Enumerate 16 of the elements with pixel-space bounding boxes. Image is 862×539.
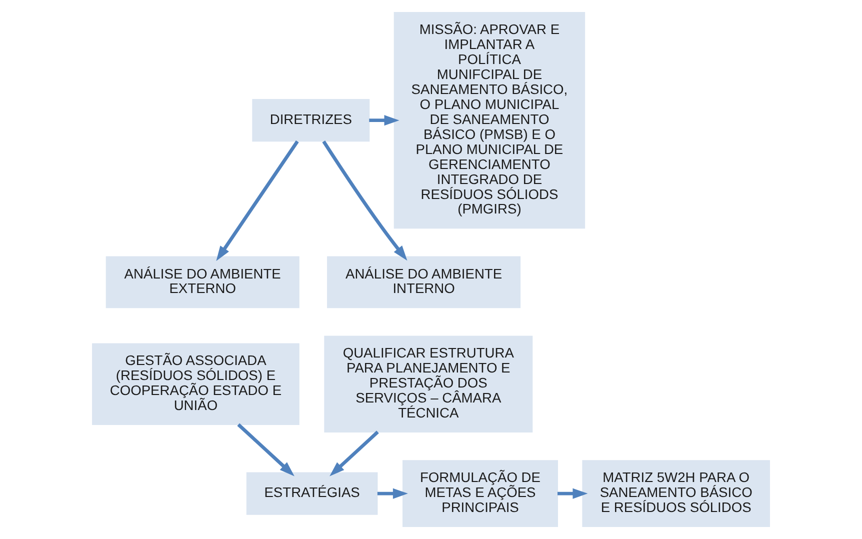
arrow [322,140,408,261]
node-box: ANÁLISE DO AMBIENTE EXTERNO [106,256,300,308]
node-box: FORMULAÇÃO DE METAS E AÇÕES PRINCIPAIS [402,460,558,527]
node-box: QUALIFICAR ESTRUTURA PARA PLANEJAMENTO E PRESTAÇÃO DOS SERVIÇOS – CÂMARA TÉCNICA [324,336,533,432]
arrow [369,115,400,126]
node-box: MATRIZ 5W2H PARA O SANEAMENTO BÁSICO E RESÍDUOS SÓLIDOS [582,460,770,527]
node-box: DIRETRIZES [252,99,370,142]
arrow [558,488,588,499]
arrow [377,488,408,499]
node-box: GESTÃO ASSOCIADA (RESÍDUOS SÓLIDOS) E COOPERAÇÃO ESTADO E UNIÃO [92,343,300,426]
node-box: ANÁLISE DO AMBIENTE INTERNO [327,256,521,308]
arrow [330,430,379,476]
node-box: ESTRATÉGIAS [246,472,378,515]
arrow [237,423,294,476]
node-box: MISSÃO: APROVAR E IMPLANTAR A POLÍTICA MUNIFCIPAL DE SANEAMENTO BÁSICO, O PLANO MUNICIPAL DE SANEAMENTO BÁSICO (PMSB) E O PLANO MUNICIPAL DE GERENCIAMENTO INTEGRADO DE RESÍDUOS SÓLIODS (PMGIRS) [394,12,586,229]
arrow [216,140,299,262]
